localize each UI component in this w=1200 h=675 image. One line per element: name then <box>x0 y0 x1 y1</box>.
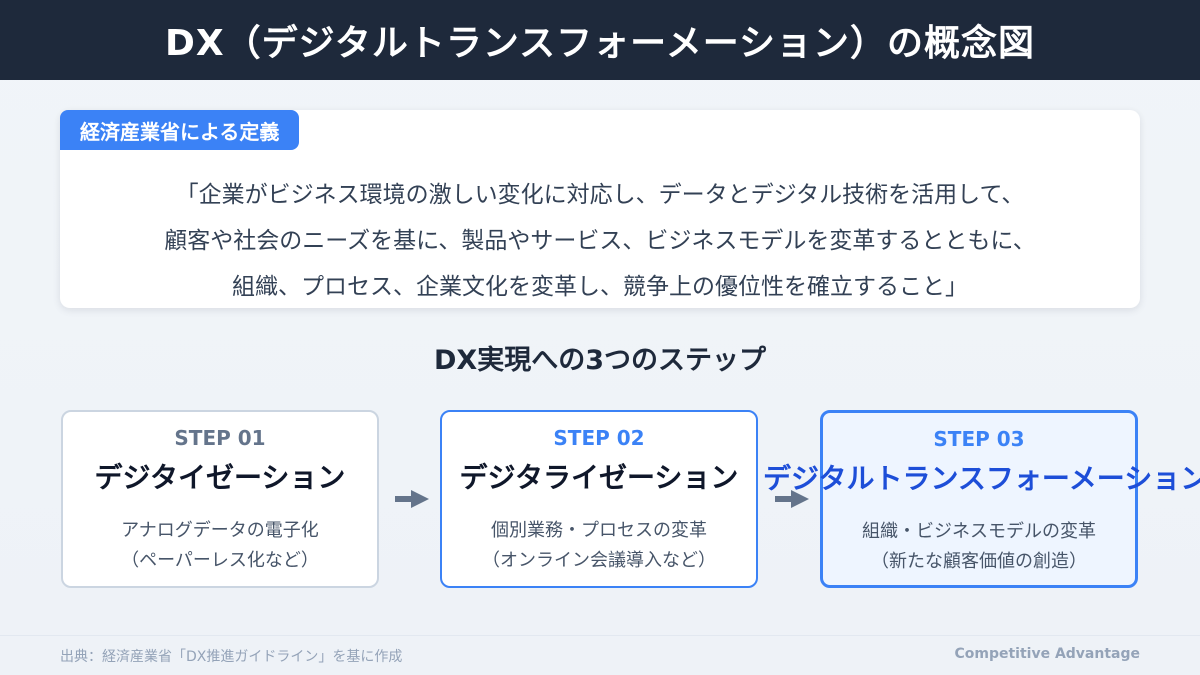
step-number: STEP 02 <box>553 426 645 450</box>
step-name: デジタイゼーション <box>94 461 346 494</box>
step-number: STEP 01 <box>174 426 266 450</box>
step-name: デジタルトランスフォーメーション <box>763 462 1200 495</box>
step-name: デジタライゼーション <box>459 461 739 494</box>
step-description: 組織・ビジネスモデルの変革 （新たな顧客価値の創造） <box>823 517 1135 577</box>
definition-line: 組織、プロセス、企業文化を変革し、競争上の優位性を確立すること」 <box>232 274 968 300</box>
step-description-line: （ペーパーレス化など） <box>121 550 319 571</box>
step-description: アナログデータの電子化 （ペーパーレス化など） <box>63 516 377 576</box>
step-description-line: （オンライン会議導入など） <box>482 550 716 571</box>
step-card-03: STEP 03 デジタルトランスフォーメーション 組織・ビジネスモデルの変革 （… <box>763 410 1200 588</box>
footer-divider <box>0 635 1200 636</box>
step-description-line: （新たな顧客価値の創造） <box>871 551 1087 572</box>
step-number: STEP 03 <box>933 427 1025 451</box>
brand-label: Competitive Advantage <box>954 646 1140 662</box>
definition-line: 「企業がビジネス環境の激しい変化に対応し、データとデジタル技術を活用して、 <box>175 182 1025 208</box>
source-note: 出典：経済産業省「DX推進ガイドライン」を基に作成 <box>60 649 403 665</box>
step-description-line: アナログデータの電子化 <box>121 520 319 541</box>
definition-badge: 経済産業省による定義 <box>60 110 300 150</box>
step-description: 個別業務・プロセスの変革 （オンライン会議導入など） <box>442 516 756 576</box>
page-title: DX（デジタルトランスフォーメーション）の概念図 <box>164 23 1036 64</box>
step-description-line: 個別業務・プロセスの変革 <box>491 520 707 541</box>
steps-heading: DX実現への3つのステップ <box>433 345 766 376</box>
arrow-right-icon <box>775 490 809 508</box>
step-card-02: STEP 02 デジタライゼーション 個別業務・プロセスの変革 （オンライン会議… <box>440 410 758 588</box>
step-card-01: STEP 01 デジタイゼーション アナログデータの電子化 （ペーパーレス化など… <box>61 410 379 588</box>
definition-line: 顧客や社会のニーズを基に、製品やサービス、ビジネスモデルを変革するとともに、 <box>164 228 1036 254</box>
header-bar: DX（デジタルトランスフォーメーション）の概念図 <box>0 0 1200 80</box>
definition-text: 「企業がビジネス環境の激しい変化に対応し、データとデジタル技術を活用して、 顧客… <box>60 172 1140 310</box>
arrow-right-icon <box>395 490 429 508</box>
step-description-line: 組織・ビジネスモデルの変革 <box>862 521 1096 542</box>
